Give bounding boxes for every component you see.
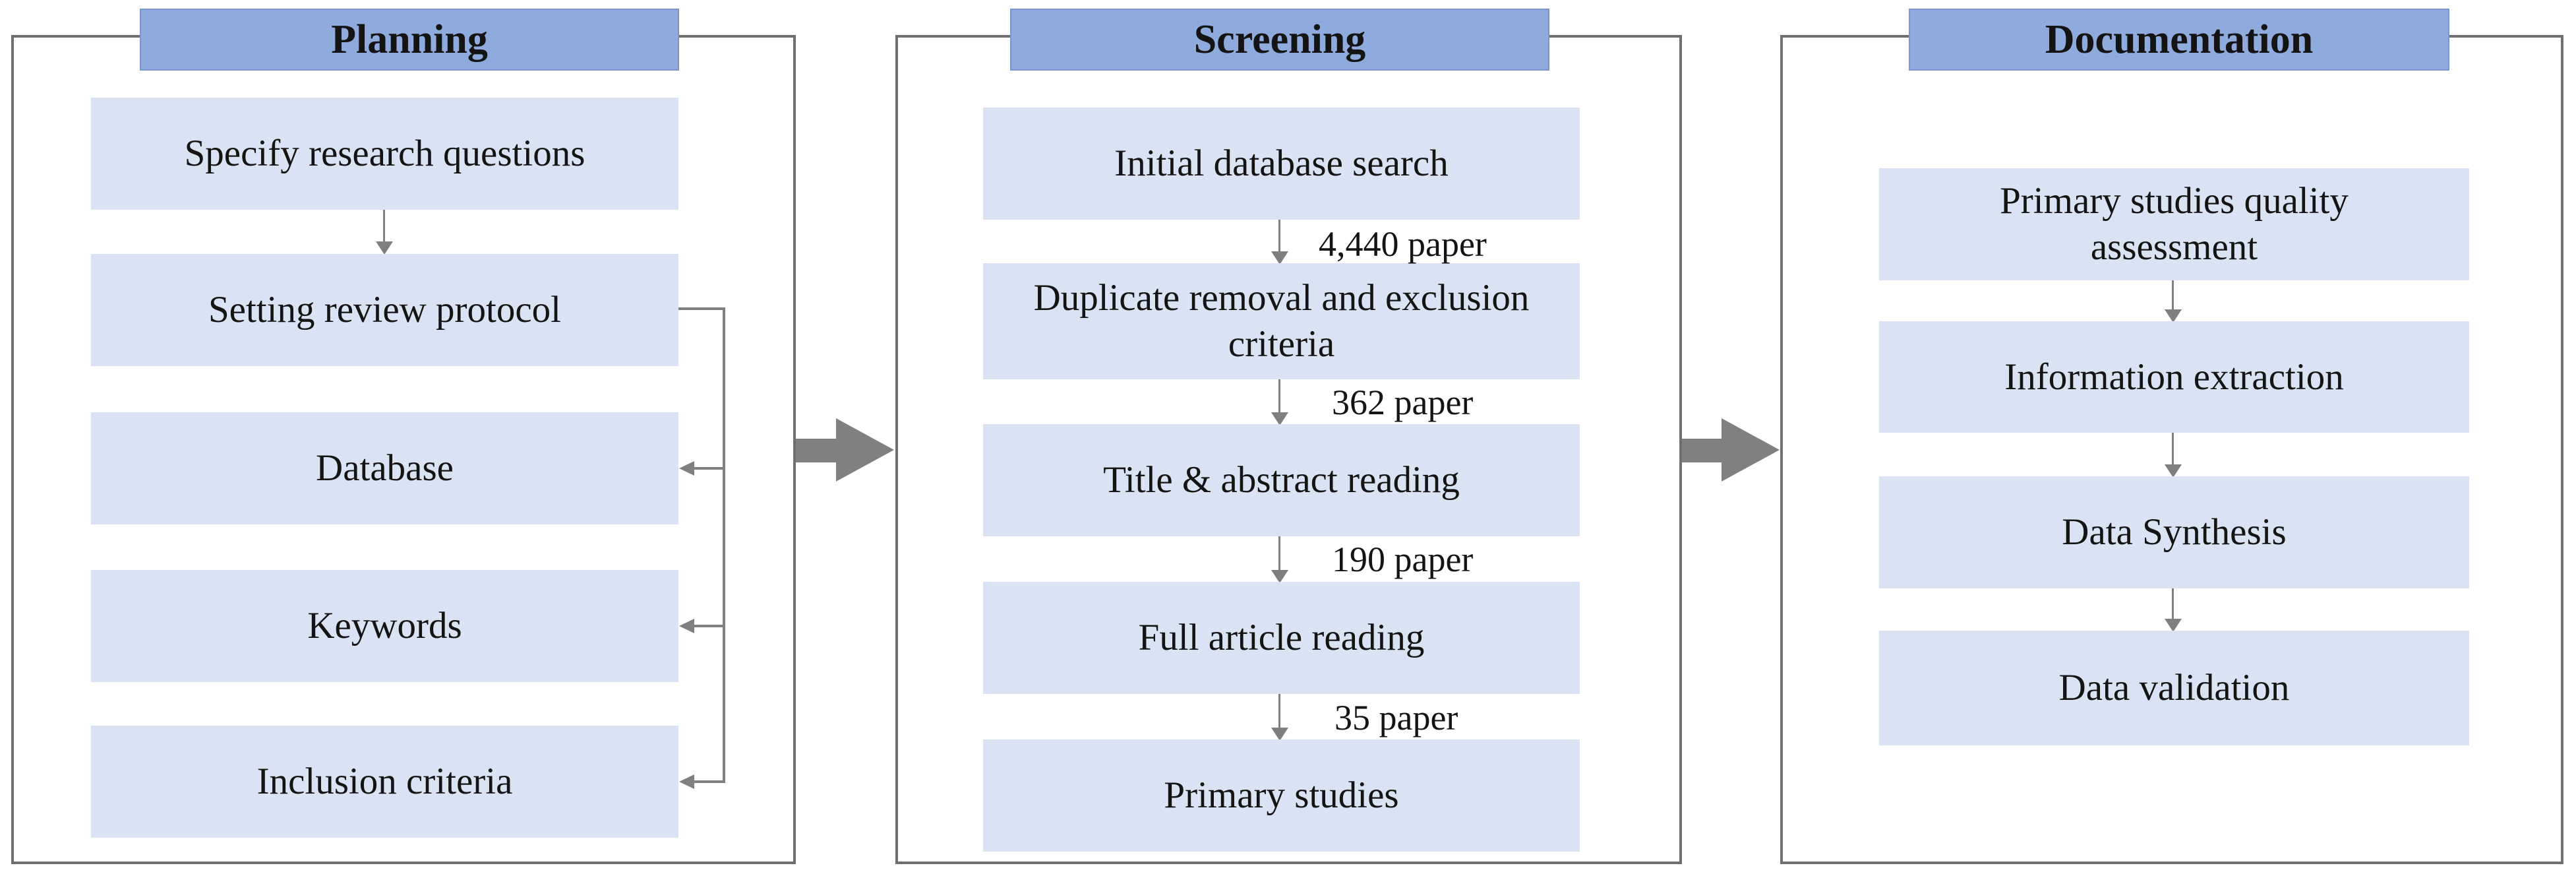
step-primary-studies-quality-assessment: Primary studies quality assessment [1879,168,2469,280]
documentation-arrow-2-icon [2165,464,2182,478]
screening-arrow-2-icon [1271,412,1288,425]
planning-down-arrow-line [383,210,385,241]
step-title-abstract-reading: Title & abstract reading [983,424,1580,536]
documentation-arrow-3-icon [2165,619,2182,632]
step-keywords: Keywords [91,570,678,682]
connector-branch-keywords-line [692,625,723,627]
step-data-synthesis: Data Synthesis [1879,476,2469,588]
step-setting-review-protocol: Setting review protocol [91,254,678,366]
planning-down-arrow-icon [376,241,393,255]
screening-arrow-1-line [1278,220,1280,251]
step-information-extraction: Information extraction [1879,321,2469,433]
documentation-arrow-2-line [2172,433,2174,464]
screening-arrow-3-line [1278,536,1280,570]
count-label-190: 190 paper [1332,540,1474,579]
step-inclusion-criteria: Inclusion criteria [91,726,678,838]
screening-arrow-3-icon [1271,570,1288,583]
planning-to-screening-arrow-icon [836,418,894,482]
connector-branch-inclusion-line [692,780,723,783]
step-full-article-reading: Full article reading [983,582,1580,694]
step-specify-research-questions: Specify research questions [91,98,678,210]
planning-title: Planning [140,9,679,71]
step-database: Database [91,412,678,524]
screening-arrow-2-line [1278,379,1280,412]
step-duplicate-removal-exclusion: Duplicate removal and exclusion criteria [983,263,1580,379]
connector-branch-inclusion-arrow-icon [679,774,694,789]
documentation-title: Documentation [1909,9,2449,71]
step-data-validation: Data validation [1879,631,2469,745]
protocol-connector-exit-line [678,307,723,310]
screening-to-documentation-arrow-icon [1722,418,1780,482]
screening-title: Screening [1010,9,1549,71]
screening-arrow-4-line [1278,694,1280,728]
documentation-arrow-1-line [2172,280,2174,309]
protocol-connector-trunk-line [723,307,725,783]
screening-to-documentation-arrow-shaft [1682,439,1722,462]
step-primary-studies: Primary studies [983,739,1580,852]
step-initial-database-search: Initial database search [983,108,1580,220]
connector-branch-database-arrow-icon [679,461,694,476]
count-label-4440: 4,440 paper [1319,224,1487,264]
count-label-35: 35 paper [1334,698,1458,737]
connector-branch-keywords-arrow-icon [679,619,694,633]
screening-arrow-1-icon [1271,251,1288,265]
count-label-362: 362 paper [1332,383,1474,422]
connector-branch-database-line [692,467,723,470]
screening-arrow-4-icon [1271,728,1288,741]
documentation-arrow-1-icon [2165,309,2182,323]
documentation-arrow-3-line [2172,588,2174,619]
planning-to-screening-arrow-shaft [796,439,836,462]
